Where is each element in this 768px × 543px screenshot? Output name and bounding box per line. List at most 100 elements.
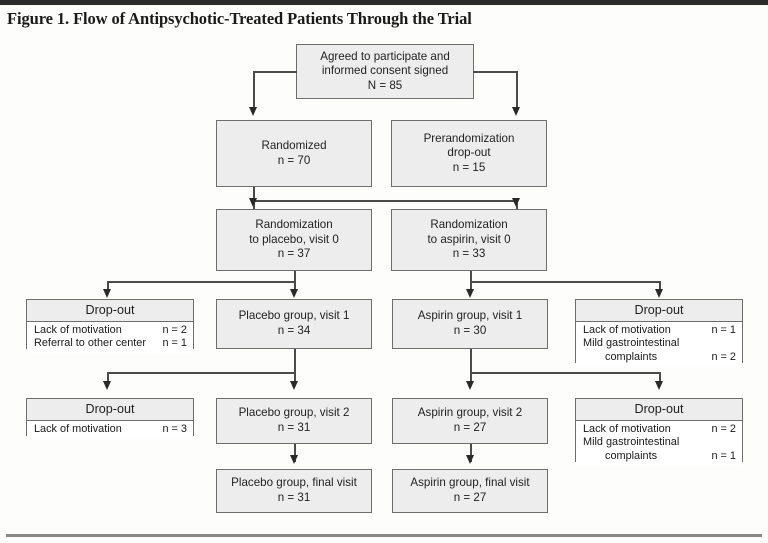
connector-aspirin-v0-split-h xyxy=(470,281,660,283)
connector-aspirin-v0-to-dropout-v xyxy=(659,281,661,293)
node-randomization-placebo-line3: n = 37 xyxy=(277,247,311,261)
dropout-aspirin-visit2: Drop-out Lack of motivation n = 2 Mild g… xyxy=(575,398,743,466)
dropout-row: Lack of motivation n = 2 xyxy=(34,324,187,337)
node-enrolled-line3: N = 85 xyxy=(367,78,403,92)
dropout-placebo-visit2-header: Drop-out xyxy=(27,399,193,421)
dropout-reason: Referral to other center xyxy=(34,337,146,350)
connector-enrolled-right-h xyxy=(473,71,517,73)
dropout-reason: complaints xyxy=(605,350,658,363)
dropout-count: n = 1 xyxy=(711,449,736,462)
dropout-count: n = 2 xyxy=(711,350,736,363)
arrowhead-to-rand-placebo xyxy=(249,198,257,207)
connector-placebo-v0-to-dropout-v xyxy=(107,281,109,293)
node-randomization-aspirin-line1: Randomization xyxy=(430,218,508,232)
dropout-count: n = 3 xyxy=(162,423,187,435)
dropout-row: complaints n = 2 xyxy=(583,351,736,364)
dropout-aspirin-visit1-header: Drop-out xyxy=(576,300,742,322)
node-placebo-final-visit: Placebo group, final visit n = 31 xyxy=(216,469,372,513)
dropout-placebo-visit1-header: Drop-out xyxy=(27,300,193,322)
node-aspirin-visit1-line2: n = 30 xyxy=(453,324,487,337)
node-randomized: Randomized n = 70 xyxy=(216,120,372,187)
dropout-aspirin-visit1: Drop-out Lack of motivation n = 1 Mild g… xyxy=(575,299,743,367)
dropout-count: n = 2 xyxy=(162,324,187,336)
bottom-rule xyxy=(6,534,762,537)
dropout-aspirin-visit2-body: Lack of motivation n = 2 Mild gastrointe… xyxy=(576,421,742,466)
connector-aspirin-v1-to-dropout-v xyxy=(659,372,661,385)
connector-placebo-v1-stem xyxy=(294,349,296,373)
dropout-reason: complaints xyxy=(605,449,658,462)
arrowhead-to-dropout-placebo-v2 xyxy=(103,381,111,390)
connector-enrolled-left-v xyxy=(253,71,255,112)
arrowhead-to-randomized xyxy=(249,107,257,116)
dropout-count: n = 1 xyxy=(711,324,736,336)
node-randomization-aspirin: Randomization to aspirin, visit 0 n = 33 xyxy=(391,209,547,271)
dropout-placebo-visit2: Drop-out Lack of motivation n = 3 xyxy=(26,398,194,439)
node-randomization-aspirin-line2: to aspirin, visit 0 xyxy=(427,232,511,246)
dropout-reason: Lack of motivation xyxy=(34,324,122,336)
dropout-reason: Mild gastrointestinal xyxy=(583,337,680,350)
arrowhead-to-placebo-v1 xyxy=(290,289,298,298)
node-enrolled-line2: informed consent signed xyxy=(321,64,449,78)
dropout-row: Mild gastrointestinal xyxy=(583,337,736,350)
node-aspirin-visit2: Aspirin group, visit 2 n = 27 xyxy=(392,398,548,444)
arrowhead-to-dropout-aspirin-v2 xyxy=(655,381,663,390)
connector-randomized-stem xyxy=(253,187,255,201)
connector-aspirin-v1-to-v2-v xyxy=(470,372,472,385)
dropout-row: complaints n = 1 xyxy=(583,450,736,463)
node-aspirin-final-visit-line1: Aspirin group, final visit xyxy=(410,476,530,490)
connector-aspirin-v0-to-v1-v xyxy=(470,281,472,293)
connector-randomized-split-h xyxy=(253,200,517,202)
node-prerandomization-dropout: Prerandomization drop-out n = 15 xyxy=(391,120,547,187)
connector-placebo-v0-to-v1-v xyxy=(294,281,296,293)
node-placebo-visit1-line2: n = 34 xyxy=(277,324,311,337)
arrowhead-to-rand-aspirin xyxy=(512,198,520,207)
node-prerandomization-dropout-line3: n = 15 xyxy=(452,160,486,174)
dropout-placebo-visit1: Drop-out Lack of motivation n = 2 Referr… xyxy=(26,299,194,353)
node-aspirin-visit1-line1: Aspirin group, visit 1 xyxy=(417,309,523,323)
dropout-aspirin-visit2-header: Drop-out xyxy=(576,399,742,421)
dropout-placebo-visit2-body: Lack of motivation n = 3 xyxy=(27,421,193,439)
dropout-row: Referral to other center n = 1 xyxy=(34,337,187,350)
node-enrolled-line1: Agreed to participate and xyxy=(320,49,450,63)
node-randomized-line1: Randomized xyxy=(261,138,327,152)
dropout-count: n = 2 xyxy=(711,423,736,435)
connector-placebo-v2-to-final xyxy=(294,444,296,462)
node-placebo-final-visit-line1: Placebo group, final visit xyxy=(231,476,357,490)
connector-aspirin-v0-stem xyxy=(470,271,472,282)
arrowhead-to-prerandomization-dropout xyxy=(512,107,520,116)
dropout-reason: Lack of motivation xyxy=(583,423,671,435)
dropout-row: Lack of motivation n = 2 xyxy=(583,423,736,436)
connector-placebo-v1-split-h xyxy=(107,372,295,374)
connector-placebo-v0-stem xyxy=(294,271,296,282)
arrowhead-to-placebo-v2 xyxy=(290,381,298,390)
node-randomization-placebo-line1: Randomization xyxy=(255,218,333,232)
connector-enrolled-right-v xyxy=(516,71,518,112)
dropout-row: Mild gastrointestinal xyxy=(583,436,736,449)
arrowhead-to-dropout-placebo-v1 xyxy=(103,289,111,298)
connector-aspirin-v2-to-final xyxy=(470,444,472,462)
arrowhead-to-aspirin-v1 xyxy=(466,289,474,298)
dropout-reason: Lack of motivation xyxy=(583,324,671,336)
node-randomized-line2: n = 70 xyxy=(277,153,311,167)
node-placebo-visit2: Placebo group, visit 2 n = 31 xyxy=(216,398,372,444)
connector-placebo-v1-to-v2-v xyxy=(294,372,296,385)
node-aspirin-visit2-line2: n = 27 xyxy=(453,421,487,434)
dropout-row: Lack of motivation n = 1 xyxy=(583,324,736,337)
arrowhead-to-aspirin-v2 xyxy=(466,381,474,390)
node-placebo-visit2-line1: Placebo group, visit 2 xyxy=(238,406,350,420)
dropout-placebo-visit1-body: Lack of motivation n = 2 Referral to oth… xyxy=(27,322,193,353)
dropout-reason: Lack of motivation xyxy=(34,423,122,435)
connector-placebo-v1-to-dropout-v xyxy=(107,372,109,385)
connector-aspirin-v1-split-h xyxy=(470,372,660,374)
node-placebo-visit1-line1: Placebo group, visit 1 xyxy=(238,309,350,323)
connector-enrolled-left-h xyxy=(253,71,297,73)
arrowhead-to-dropout-aspirin-v1 xyxy=(655,289,663,298)
node-prerandomization-dropout-line1: Prerandomization xyxy=(423,131,515,145)
arrowhead-to-placebo-final xyxy=(290,455,298,464)
dropout-count: n = 1 xyxy=(162,337,187,350)
node-randomization-aspirin-line3: n = 33 xyxy=(452,247,486,261)
node-placebo-final-visit-line2: n = 31 xyxy=(277,491,311,504)
node-prerandomization-dropout-line2: drop-out xyxy=(447,146,491,160)
node-randomization-placebo-line2: to placebo, visit 0 xyxy=(249,232,339,246)
